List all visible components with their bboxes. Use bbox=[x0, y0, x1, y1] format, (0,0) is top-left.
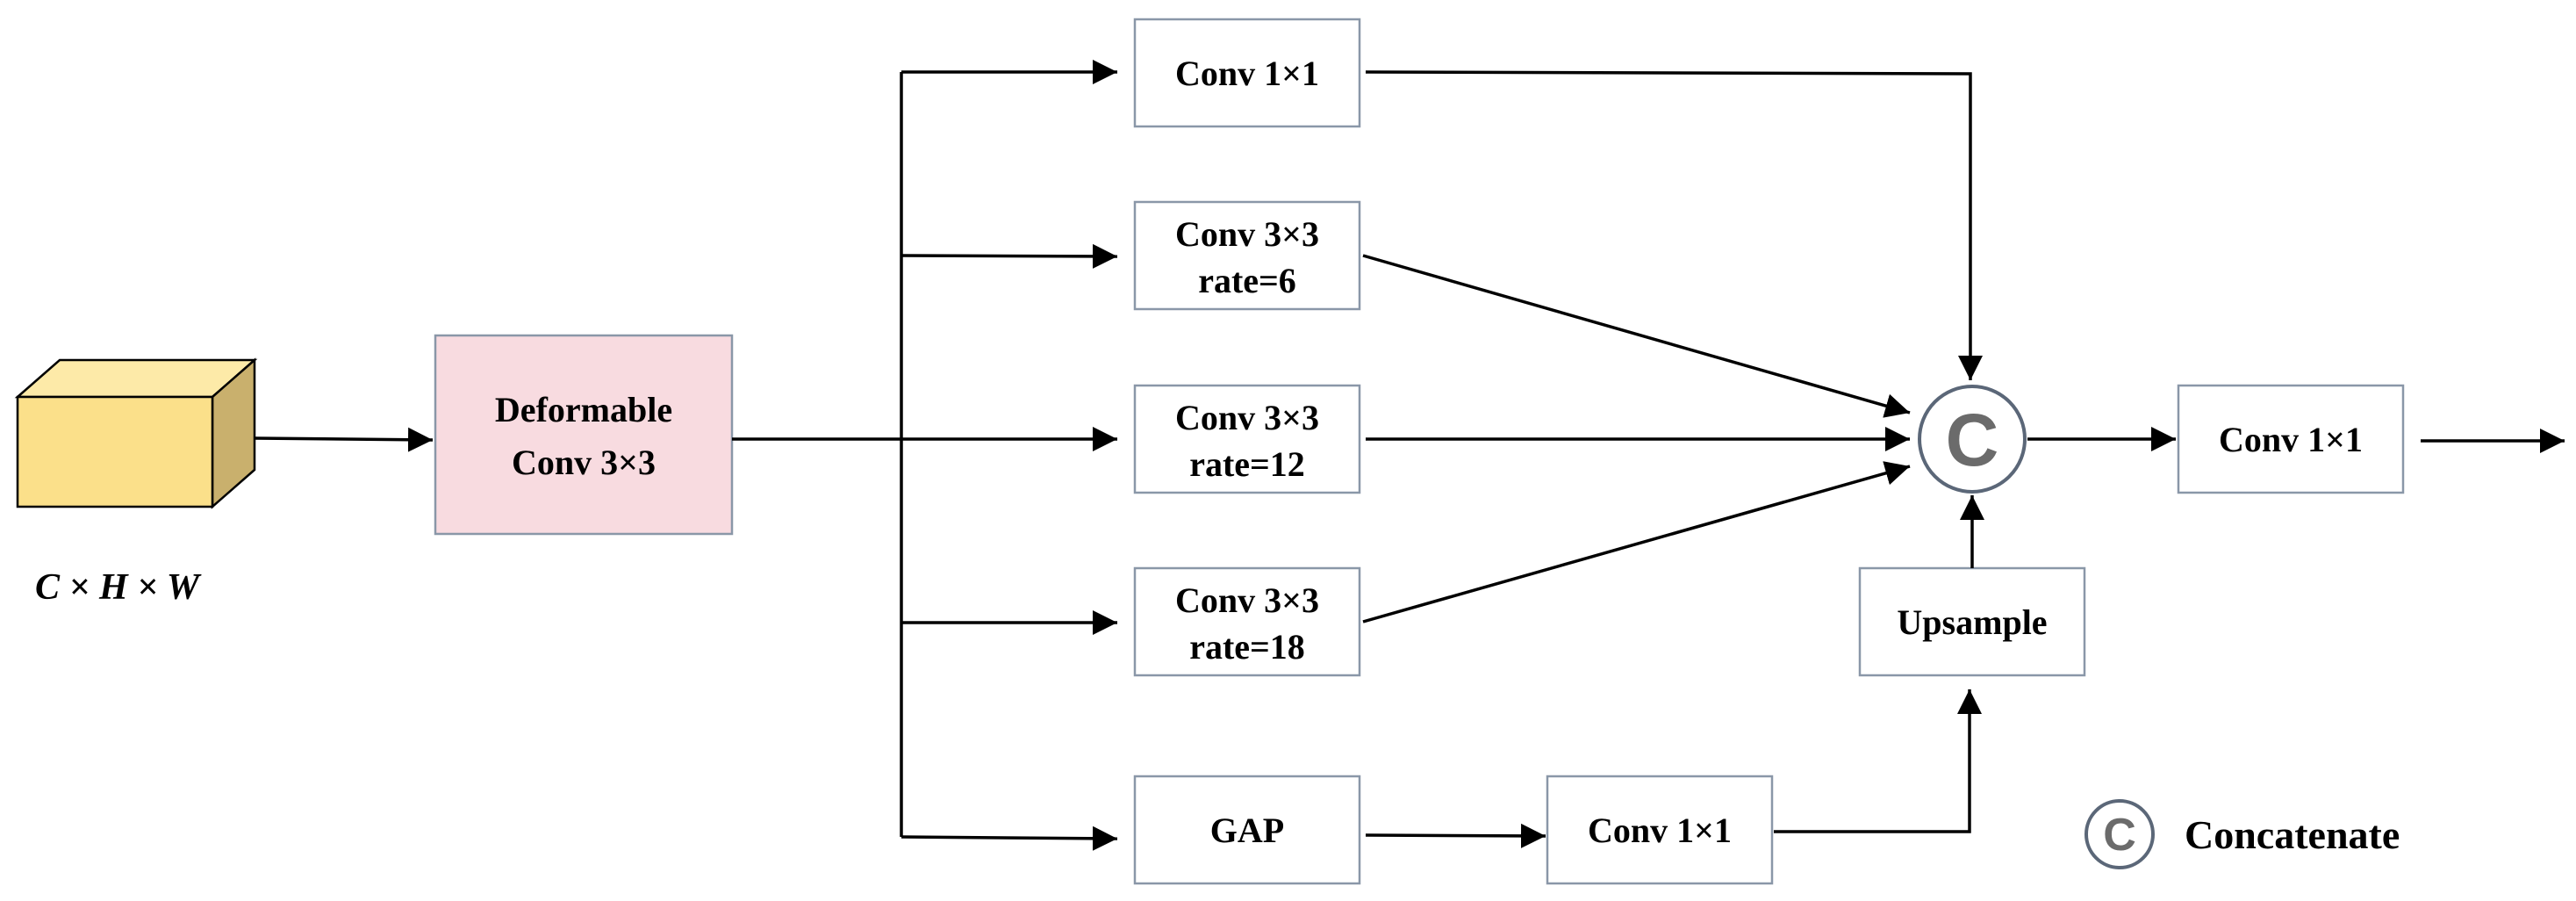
arrow-rate18-to-concat bbox=[1362, 461, 1911, 623]
arrow-input-to-deformable bbox=[254, 427, 434, 452]
deformable-conv-box bbox=[434, 334, 734, 536]
branch-conv3x3-rate18-box bbox=[1133, 566, 1361, 677]
arrow-gapconv-to-upsample bbox=[1774, 689, 1982, 833]
connectors bbox=[254, 60, 2565, 851]
arrow-gap-to-conv bbox=[1365, 823, 1546, 848]
branch-conv3x3-rate12-box bbox=[1133, 384, 1361, 494]
branch-conv3x3-rate6-line1: Conv 3×3 bbox=[1175, 214, 1319, 254]
legend-concat-icon bbox=[2084, 799, 2155, 869]
branch-conv3x3-rate18-line1: Conv 3×3 bbox=[1175, 580, 1319, 620]
gap-conv1x1-box bbox=[1546, 775, 1774, 885]
branch-gap-label: GAP bbox=[1210, 811, 1284, 850]
concat-node bbox=[1918, 385, 2027, 494]
branch-conv3x3-rate6-line2: rate=6 bbox=[1198, 261, 1296, 300]
upsample-label: Upsample bbox=[1897, 602, 2047, 642]
arrow-rate6-to-concat bbox=[1362, 254, 1911, 418]
legend-concat-symbol: C bbox=[2103, 810, 2136, 861]
arrow-conv1x1-to-concat bbox=[1365, 70, 1983, 380]
branch-conv1x1-box bbox=[1133, 18, 1361, 128]
output-conv1x1-label: Conv 1×1 bbox=[2219, 420, 2363, 459]
branch-conv3x3-rate12-line2: rate=12 bbox=[1189, 444, 1305, 484]
input-dims-label: C × H × W bbox=[35, 567, 202, 608]
gap-conv1x1-label: Conv 1×1 bbox=[1588, 811, 1732, 850]
branch-conv3x3-rate6-box bbox=[1133, 200, 1361, 311]
branch-gap-box bbox=[1133, 775, 1361, 885]
output-conv1x1-box bbox=[2177, 384, 2405, 494]
branch-conv1x1-label: Conv 1×1 bbox=[1175, 54, 1319, 93]
legend-concat-label: Concatenate bbox=[2185, 812, 2400, 857]
cube-front-face bbox=[16, 395, 214, 508]
arrow-bus-to-gap bbox=[901, 825, 1118, 851]
deformable-label-line1: Deformable bbox=[495, 390, 672, 429]
branch-conv3x3-rate12-line1: Conv 3×3 bbox=[1175, 398, 1319, 437]
upsample-box bbox=[1858, 566, 2086, 677]
branch-conv3x3-rate18-line2: rate=18 bbox=[1189, 627, 1305, 667]
deformable-label-line2: Conv 3×3 bbox=[512, 443, 656, 482]
concat-symbol: C bbox=[1946, 399, 1999, 481]
input-feature-cube bbox=[14, 357, 258, 509]
